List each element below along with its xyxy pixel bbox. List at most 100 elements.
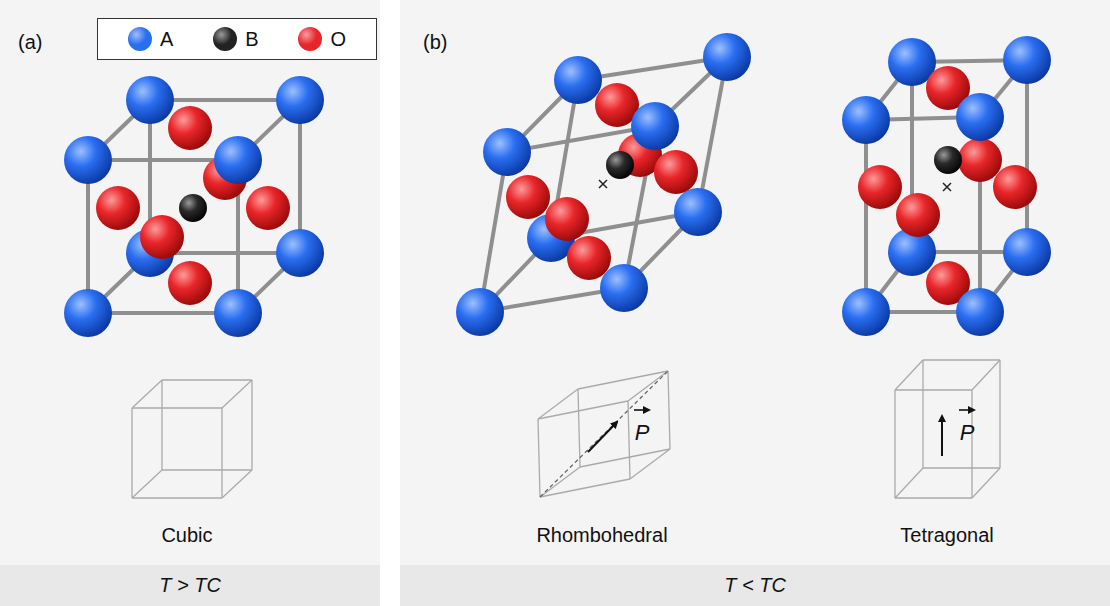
legend-text: B — [245, 28, 258, 51]
center-marker — [599, 180, 607, 188]
panel-label: (a) — [18, 31, 42, 54]
phase-name: Cubic — [161, 524, 212, 547]
tetragonal-cell-outline — [972, 468, 1000, 498]
rhombohedral-cell-outline — [578, 389, 580, 467]
rhombohedral-cell-outline — [628, 401, 630, 479]
cubic-cell-outline — [222, 380, 252, 408]
rhombohedral-cell-outline — [580, 449, 670, 467]
tetragonal-cell-outline — [922, 360, 923, 468]
a-site-atom — [276, 76, 324, 124]
a-site-atom — [483, 128, 531, 176]
oxygen-atom — [896, 193, 940, 237]
rhombohedral-cell-outline — [578, 371, 668, 389]
cubic-cell-outline — [162, 469, 252, 470]
oxygen-atom — [168, 261, 212, 305]
tetragonal-cell-outline — [895, 389, 972, 390]
panel-label: (b) — [423, 31, 447, 54]
oxygen-atom — [96, 186, 140, 230]
rhombohedral-cell-outline — [538, 419, 540, 497]
cubic-cell-outline — [132, 380, 162, 408]
cubic-cell-outline — [132, 497, 222, 498]
phase-name: Tetragonal — [900, 524, 993, 547]
a-site-atom — [64, 289, 112, 337]
a-site-atom — [126, 76, 174, 124]
polarization-arrow — [588, 422, 617, 452]
oxygen-atom — [567, 236, 611, 280]
legend-box: ABO — [97, 18, 377, 60]
legend-text: O — [330, 28, 346, 51]
a-site-atom — [554, 56, 602, 104]
b-site-atom — [606, 151, 634, 179]
vector-arrow-symbol — [634, 409, 649, 411]
a-site-atom — [703, 33, 751, 81]
legend-item: B — [213, 27, 258, 51]
temperature-condition: T < TC — [724, 574, 786, 597]
a-site-atom — [1003, 36, 1051, 84]
oxygen-atom — [168, 106, 212, 150]
a-site-atom — [631, 102, 679, 150]
tetragonal-cell-outline — [999, 360, 1000, 468]
a-site-atom — [956, 288, 1004, 336]
cubic-cell-outline — [132, 470, 162, 498]
oxygen-atom — [140, 215, 184, 259]
temperature-band: T > TC — [0, 565, 380, 606]
legend-swatch — [213, 27, 237, 51]
a-site-atom — [214, 136, 262, 184]
tetragonal-cell-outline — [894, 390, 895, 498]
a-site-atom — [956, 93, 1004, 141]
cubic-cell-outline — [251, 380, 252, 470]
a-site-atom — [600, 264, 648, 312]
oxygen-atom — [506, 175, 550, 219]
phase-name: Rhombohedral — [536, 524, 667, 547]
tetragonal-cell-outline — [895, 360, 923, 390]
a-site-atom — [674, 188, 722, 236]
tetragonal-cell-outline — [895, 497, 972, 498]
rhombohedral-cell-outline — [538, 389, 578, 419]
polarization-symbol: P — [960, 420, 975, 445]
cubic-cell-outline — [222, 470, 252, 498]
a-site-atom — [276, 229, 324, 277]
center-marker — [943, 183, 951, 191]
rhombohedral-cell-outline — [628, 371, 668, 401]
legend-item: O — [298, 27, 346, 51]
rhombohedral-cell-outline — [540, 479, 630, 497]
b-site-atom — [934, 146, 962, 174]
cubic-cell-outline — [131, 408, 132, 498]
tetragonal-cell-outline — [923, 359, 1000, 360]
oxygen-atom — [545, 197, 589, 241]
tetragonal-cell-outline — [972, 360, 1000, 390]
polarization-symbol: P — [635, 420, 650, 445]
cubic-cell-outline — [132, 407, 222, 408]
a-site-atom — [214, 289, 262, 337]
lattice-rod — [1025, 60, 1029, 252]
rhombohedral-cell-outline — [668, 371, 670, 449]
oxygen-atom — [246, 186, 290, 230]
a-site-atom — [842, 96, 890, 144]
a-site-atom — [1003, 228, 1051, 276]
legend-item: A — [128, 27, 173, 51]
cubic-cell-outline — [221, 408, 222, 498]
oxygen-atom — [958, 138, 1002, 182]
lattice-rod — [864, 120, 868, 312]
rhombohedral-cell-outline — [630, 449, 670, 479]
rhombohedral-cell-outline — [540, 467, 580, 497]
b-site-atom — [179, 194, 207, 222]
temperature-band: T < TC — [400, 565, 1110, 606]
oxygen-atom — [858, 165, 902, 209]
oxygen-atom — [654, 150, 698, 194]
tetragonal-cell-outline — [923, 467, 1000, 468]
a-site-atom — [64, 136, 112, 184]
a-site-atom — [456, 288, 504, 336]
legend-swatch — [128, 27, 152, 51]
a-site-atom — [842, 288, 890, 336]
polar-axis — [540, 371, 668, 497]
polarization-arrow — [941, 416, 943, 456]
cubic-cell-outline — [161, 380, 162, 470]
cubic-cell-outline — [162, 379, 252, 380]
rhombohedral-cell-outline — [538, 401, 628, 419]
legend-swatch — [298, 27, 322, 51]
temperature-condition: T > TC — [159, 574, 221, 597]
oxygen-atom — [993, 165, 1037, 209]
tetragonal-cell-outline — [895, 468, 923, 498]
